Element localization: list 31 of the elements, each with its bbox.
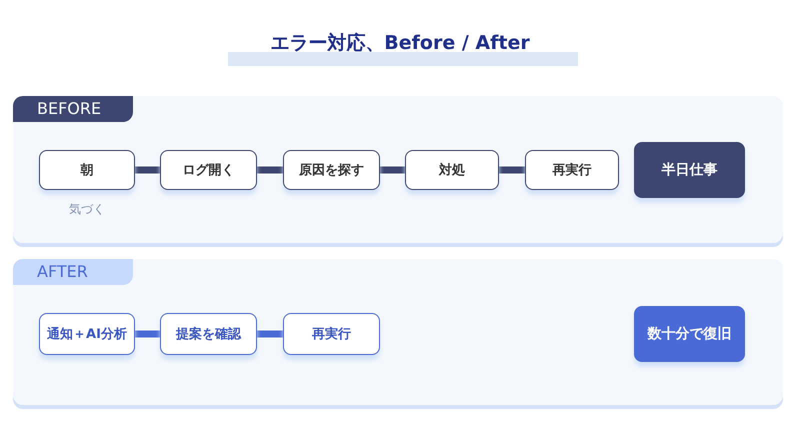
step-label: 再実行 <box>312 326 351 343</box>
step-label: 通知＋AI分析 <box>47 326 127 343</box>
step-box <box>160 150 257 190</box>
connector-bar <box>257 166 283 174</box>
section-tab: AFTER <box>13 259 133 285</box>
result-box <box>634 142 745 198</box>
step-label: 数十分で復旧 <box>648 325 732 343</box>
title: エラー対応、Before / After <box>270 32 530 54</box>
step-label: 原因を探す <box>299 162 364 179</box>
connector-bar <box>499 166 525 174</box>
connector-bar <box>257 330 283 338</box>
step-label: 半日仕事 <box>662 161 718 179</box>
step-note: 気づく <box>68 201 106 218</box>
step-label: 提案を確認 <box>176 326 241 343</box>
step-box <box>283 150 380 190</box>
connector-bar <box>380 166 405 174</box>
step-box <box>39 313 135 355</box>
section-panel <box>13 259 783 405</box>
step-label: ログ開く <box>182 162 234 179</box>
step-box <box>283 313 380 355</box>
step-label: 朝 <box>80 162 94 179</box>
step-label: 再実行 <box>552 162 592 179</box>
section-panel <box>13 96 783 243</box>
connector-bar <box>135 166 160 174</box>
step-box <box>160 313 257 355</box>
step-box <box>525 150 619 190</box>
step-box <box>405 150 499 190</box>
step-label: 対処 <box>439 162 465 179</box>
result-box <box>634 306 745 362</box>
connector-bar <box>135 330 160 338</box>
section-tab: BEFORE <box>13 96 133 122</box>
